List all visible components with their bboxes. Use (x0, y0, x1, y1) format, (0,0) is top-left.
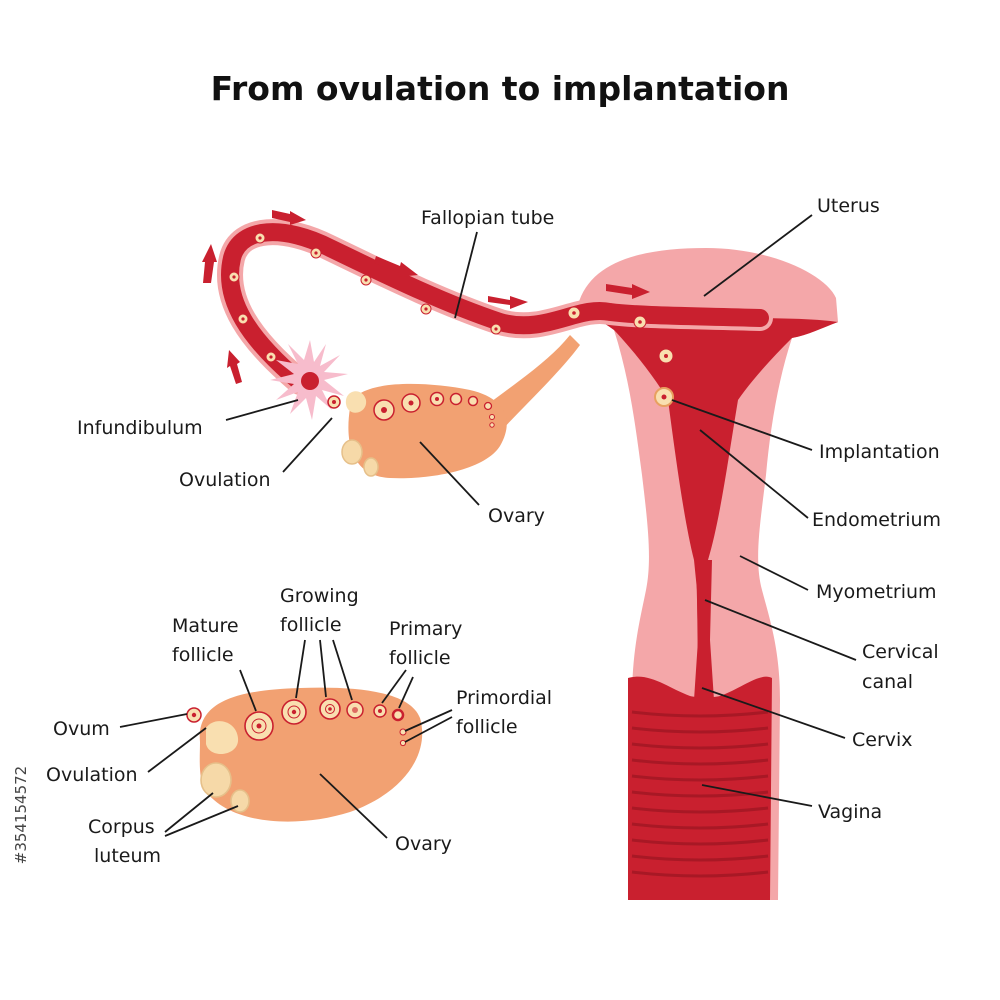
label-primary-follicle-1: Primary (389, 618, 462, 640)
arrow-icon (606, 284, 650, 299)
label-ovum: Ovum (53, 718, 110, 740)
vagina-tube (628, 676, 772, 900)
direction-arrows (202, 210, 650, 384)
label-primordial-follicle-1: Primordial (456, 687, 552, 709)
label-endometrium: Endometrium (812, 509, 941, 531)
label-cervical-canal-1: Cervical (862, 641, 939, 663)
label-ovulation-bottom: Ovulation (46, 764, 138, 786)
label-growing-follicle-2: follicle (280, 614, 342, 636)
label-implantation: Implantation (819, 441, 940, 463)
labels: Fallopian tube Uterus Infundibulum Ovula… (46, 195, 941, 867)
label-ovary-bottom: Ovary (395, 833, 452, 855)
uterus (578, 248, 838, 900)
ovary-top-follicles (341, 391, 495, 477)
label-mature-follicle-2: follicle (172, 644, 234, 666)
stock-id-text: #354154572 (12, 766, 30, 865)
tube-egg-nuclei (232, 236, 668, 359)
cervical-canal (694, 560, 714, 700)
ovulated-ovum (327, 395, 341, 409)
label-primordial-follicle-2: follicle (456, 716, 518, 738)
leader-lines (119, 214, 857, 839)
diagram-title: From ovulation to implantation (211, 69, 790, 108)
label-growing-follicle-1: Growing (280, 585, 359, 607)
label-vagina: Vagina (818, 801, 882, 823)
label-primary-follicle-2: follicle (389, 647, 451, 669)
label-fallopian-tube: Fallopian tube (421, 207, 554, 229)
vaginal-rugae (631, 710, 769, 878)
arrow-icon (374, 256, 418, 277)
label-ovulation-top: Ovulation (179, 469, 271, 491)
label-mature-follicle-1: Mature (172, 615, 239, 637)
label-uterus: Uterus (817, 195, 880, 217)
arrow-icon (488, 296, 528, 309)
label-corpus-luteum-1: Corpus (88, 816, 155, 838)
stock-id-watermark: #354154572 (4, 766, 38, 876)
arrow-icon (202, 244, 217, 283)
implantation-embryo (654, 387, 674, 407)
arrow-icon (227, 350, 242, 384)
label-cervix: Cervix (852, 729, 913, 751)
label-ovary-top: Ovary (488, 505, 545, 527)
label-myometrium: Myometrium (816, 581, 937, 603)
label-corpus-luteum-2: luteum (94, 845, 161, 867)
endometrium (578, 305, 838, 680)
infundibulum-core (301, 372, 319, 390)
ovarian-ligament (480, 335, 580, 432)
ovum-bottom (186, 707, 202, 723)
label-infundibulum: Infundibulum (77, 417, 203, 439)
ovary-bottom-follicles (200, 698, 407, 813)
label-cervical-canal-2: canal (862, 671, 913, 693)
arrow-icon (272, 210, 306, 225)
